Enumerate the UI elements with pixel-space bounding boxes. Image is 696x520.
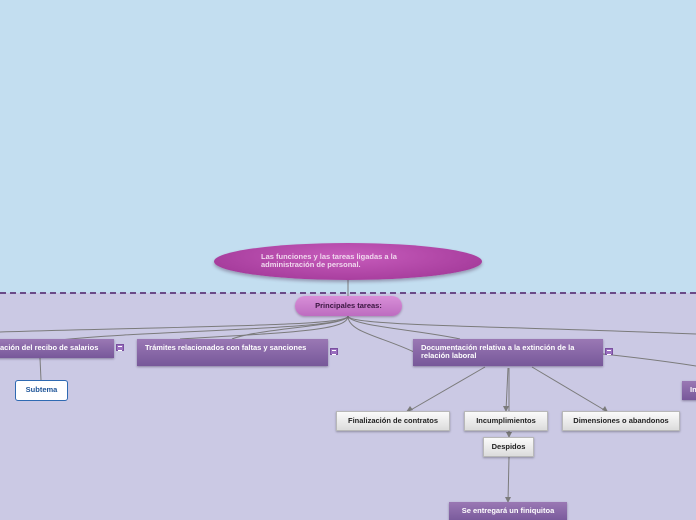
arrow-finiquito [505,497,511,503]
arrow-dimensiones [602,406,608,412]
topic-tramites[interactable]: Trámites relacionados con faltas y sanci… [137,339,328,366]
link-salary-subtopic [39,357,42,381]
topic-right-partial[interactable]: In [682,381,696,400]
topic-documentacion[interactable]: Documentación relativa a la extinción de… [413,339,603,366]
link-main-documentacion [347,315,415,353]
note-icon[interactable] [605,348,613,355]
subtopic-box[interactable]: Subtema [15,380,68,401]
link-main-salary-2 [59,315,349,341]
topic-salary[interactable]: ación del recibo de salarios [0,339,114,358]
topic-documentacion-label: Documentación relativa a la extinción de… [421,343,575,360]
link-despidos-finiquito [507,456,510,503]
main-topic[interactable]: Principales tareas: [295,296,402,316]
child-finalizacion-label: Finalización de contratos [347,416,438,425]
main-topic-label: Principales tareas: [315,301,382,310]
child-finalizacion[interactable]: Finalización de contratos [336,411,450,431]
arrow-despidos [506,432,512,438]
link-main-documentacion-2 [347,315,461,340]
child-incumplimientos[interactable]: Incumplimientos [464,411,548,431]
child-dimensiones-label: Dimensiones o abandonos [573,416,669,425]
main-map-area [0,293,696,520]
note-icon[interactable] [116,344,124,351]
link-doc-incumplimientos [505,367,509,412]
link-documentacion-right [602,353,696,367]
topic-tramites-label: Trámites relacionados con faltas y sanci… [145,343,307,352]
child-dimensiones[interactable]: Dimensiones o abandonos [562,411,680,431]
child-finiquito[interactable]: Se entregará un finiquitoa [449,502,567,520]
subtopic-label: Subtema [25,385,58,394]
link-doc-dimensiones [531,366,607,412]
child-despidos-label: Despidos [491,442,526,451]
topic-salary-label: ación del recibo de salarios [0,343,99,352]
note-icon[interactable] [330,348,338,355]
link-main-right [347,315,696,335]
arrow-finalizacion [406,406,413,412]
central-topic[interactable]: Las funciones y las tareas ligadas a la … [214,243,482,280]
arrow-incumplimientos [503,406,509,412]
child-incumplimientos-label: Incumplimientos [476,416,536,425]
link-main-tramites-2 [179,315,349,340]
link-main-salary [0,315,349,333]
link-doc-finalizacion [408,366,486,412]
child-finiquito-label: Se entregará un finiquitoa [461,506,555,515]
link-main-tramites [231,315,349,340]
central-topic-label: Las funciones y las tareas ligadas a la … [261,252,397,269]
topic-right-partial-label: In [690,385,696,394]
child-despidos[interactable]: Despidos [483,437,534,457]
